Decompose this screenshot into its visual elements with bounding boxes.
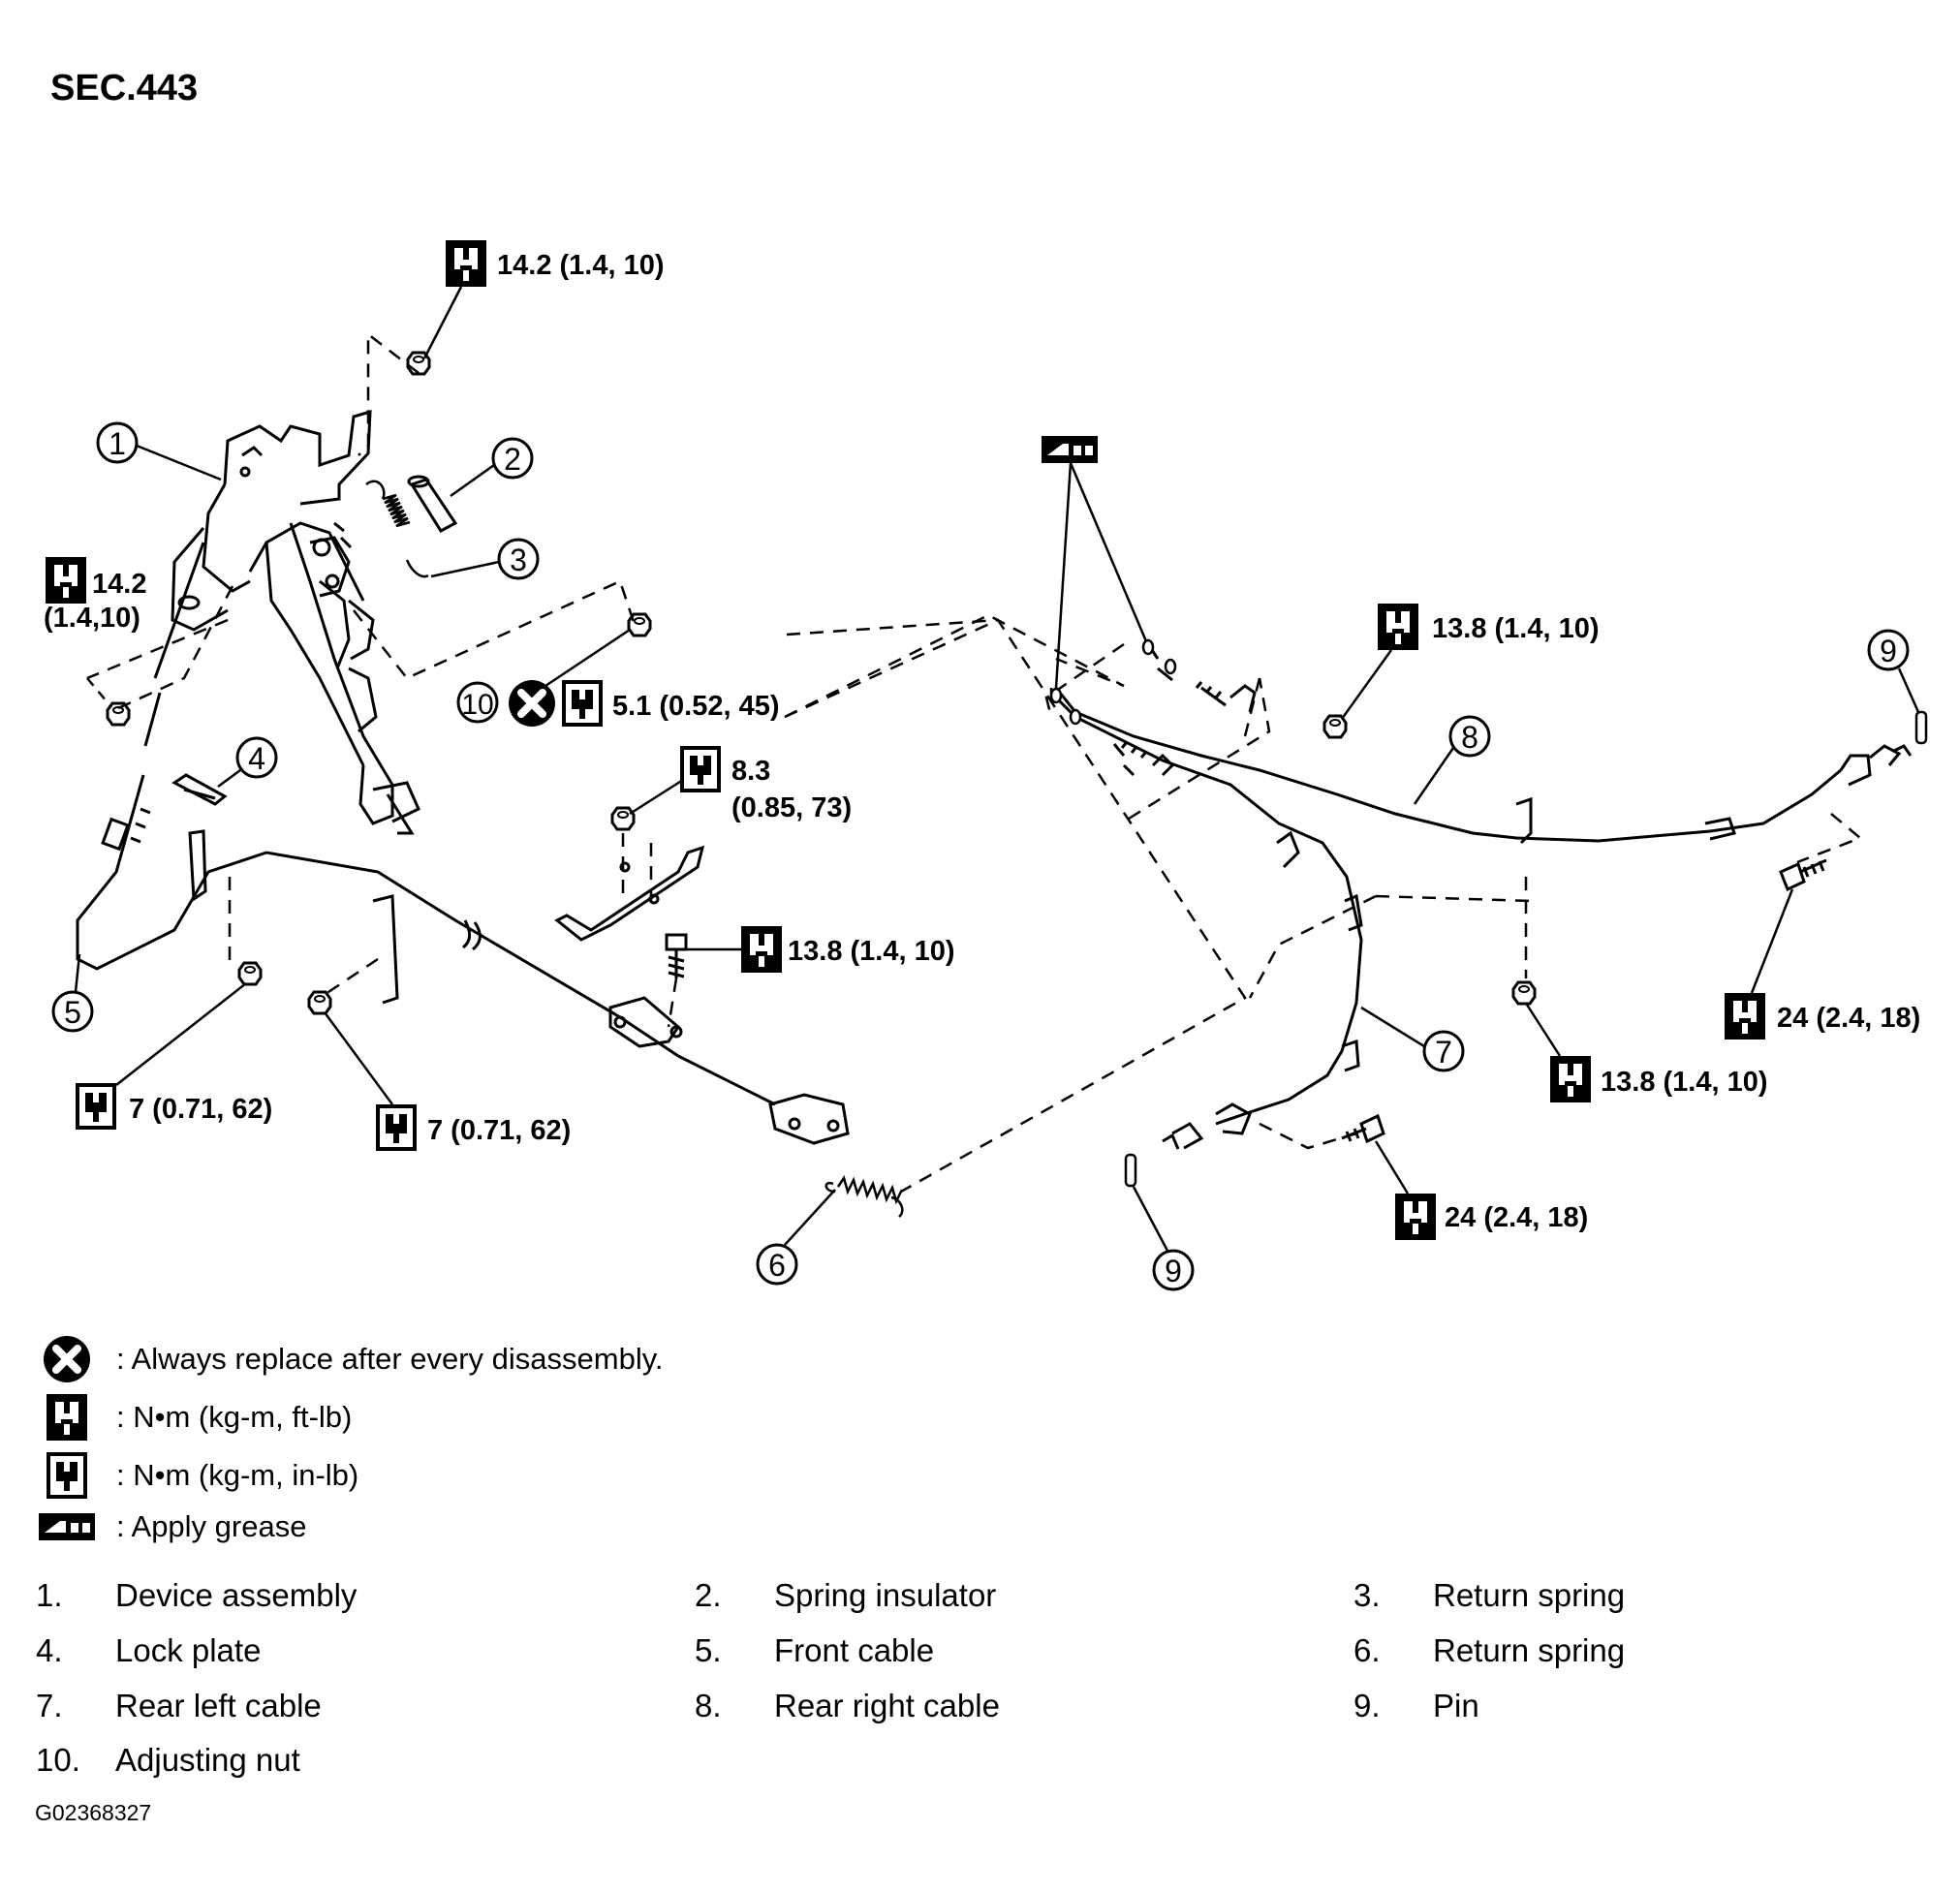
torque-ftlb-icon [1378, 604, 1418, 650]
grease-icon-diagram [1042, 436, 1098, 463]
return-spring-6-drawing [824, 1175, 904, 1218]
svg-text:3: 3 [510, 543, 527, 577]
svg-text:4: 4 [248, 741, 265, 776]
callout-5: 5 [51, 953, 94, 1033]
torque-label-1: 14.2 (1.4, 10) [497, 250, 665, 281]
callout-10: 10 [456, 681, 499, 724]
nut-13-8-right [1511, 980, 1537, 1006]
torque-label-9: 13.8 (1.4, 10) [1601, 1067, 1768, 1098]
torque-label-2a: 14.2 [92, 569, 146, 600]
callout-6: 6 [756, 1189, 836, 1286]
torque-label-10: 24 (2.4, 18) [1777, 1003, 1920, 1034]
torque-ftlb-icon [1395, 1194, 1436, 1240]
torque-inlb-icon [376, 1104, 417, 1151]
left-assembly-guide-lines [86, 331, 1247, 1194]
torque-label-11: 24 (2.4, 18) [1445, 1202, 1588, 1233]
replace-icon [509, 680, 555, 727]
cable-end-7b [1069, 708, 1082, 726]
torque-label-6: 7 (0.71, 62) [129, 1094, 272, 1125]
legend-row-replace: : Always replace after every disassembly… [39, 1337, 664, 1381]
torque-ftlb-icon [1550, 1056, 1591, 1102]
callout-4: 4 [217, 736, 278, 789]
callout-2: 2 [450, 437, 534, 498]
nut-7-right [307, 990, 332, 1015]
svg-text:6: 6 [768, 1248, 786, 1283]
torque-inlb-icon [680, 746, 721, 792]
grease-icon [39, 1513, 95, 1540]
section-title: SEC.443 [50, 68, 198, 109]
legend-row-grease: : Apply grease [39, 1505, 306, 1549]
callout-9-left: 9 [1132, 1186, 1195, 1291]
grease-leader-lines [1054, 462, 1148, 689]
callout-1: 1 [96, 421, 222, 481]
torque-label-7: 7 (0.71, 62) [427, 1115, 571, 1146]
legend-row-torque-ftlb: : N•m (kg-m, ft-lb) [39, 1394, 353, 1441]
torque-inlb-icon [562, 680, 603, 727]
bolt-24-right [1779, 858, 1827, 892]
svg-text:9: 9 [1165, 1254, 1182, 1288]
bolt-13-8-mid-drawing [665, 933, 688, 978]
pin-left [1124, 1153, 1137, 1188]
return-spring-3-drawing [365, 480, 429, 578]
figure-code: G02368327 [35, 1800, 152, 1825]
legend-text: : N•m (kg-m, in-lb) [116, 1458, 359, 1492]
callout-8: 8 [1413, 715, 1491, 805]
torque-ftlb-icon [47, 1394, 87, 1441]
lock-plate-drawing [171, 773, 228, 806]
cable-end-8a [1141, 638, 1155, 656]
cable-end-8b [1164, 658, 1177, 675]
svg-text:8: 8 [1461, 720, 1478, 755]
rear-right-cable-drawing [1054, 643, 1913, 845]
rear-left-cable-drawing [1054, 696, 1363, 1150]
svg-text:1: 1 [109, 426, 126, 461]
bolt-24-left [1341, 1113, 1385, 1144]
replace-icon [39, 1336, 95, 1382]
callout-9-right: 9 [1867, 629, 1920, 713]
front-cable-drawing [76, 542, 850, 1145]
pin-right [1914, 710, 1928, 745]
torque-label-5: 13.8 (1.4, 10) [788, 936, 955, 967]
cable-end-7a [1049, 687, 1063, 704]
legend-text: : N•m (kg-m, ft-lb) [116, 1400, 353, 1434]
torque-ftlb-icon [741, 926, 782, 973]
torque-ftlb-icon [46, 557, 86, 604]
legend-row-torque-inlb: : N•m (kg-m, in-lb) [39, 1452, 359, 1499]
torque-ftlb-icon [446, 240, 486, 287]
svg-text:9: 9 [1880, 634, 1897, 668]
torque-label-8: 13.8 (1.4, 10) [1432, 613, 1600, 644]
legend-text: : Always replace after every disassembly… [116, 1342, 664, 1376]
torque-inlb-icon [76, 1083, 116, 1130]
torque-ftlb-icon [1725, 993, 1765, 1040]
torque-label-4b: (0.85, 73) [731, 792, 852, 823]
spring-insulator-drawing [407, 475, 458, 533]
svg-text:5: 5 [64, 995, 81, 1030]
device-assembly-drawing [171, 409, 420, 835]
svg-text:10: 10 [461, 689, 493, 721]
svg-text:7: 7 [1435, 1035, 1452, 1070]
nut-8-3 [610, 806, 636, 831]
nut-7-left [237, 961, 263, 986]
torque-label-4a: 8.3 [731, 756, 770, 787]
callout-3: 3 [430, 538, 540, 580]
torque-label-3: 5.1 (0.52, 45) [612, 691, 780, 722]
callout-7: 7 [1360, 1006, 1465, 1072]
torque-inlb-icon [47, 1452, 87, 1499]
svg-text:2: 2 [504, 442, 521, 477]
torque-label-2b: (1.4,10) [44, 603, 140, 634]
cable-bracket-drawing [554, 845, 705, 942]
legend-text: : Apply grease [116, 1509, 307, 1543]
